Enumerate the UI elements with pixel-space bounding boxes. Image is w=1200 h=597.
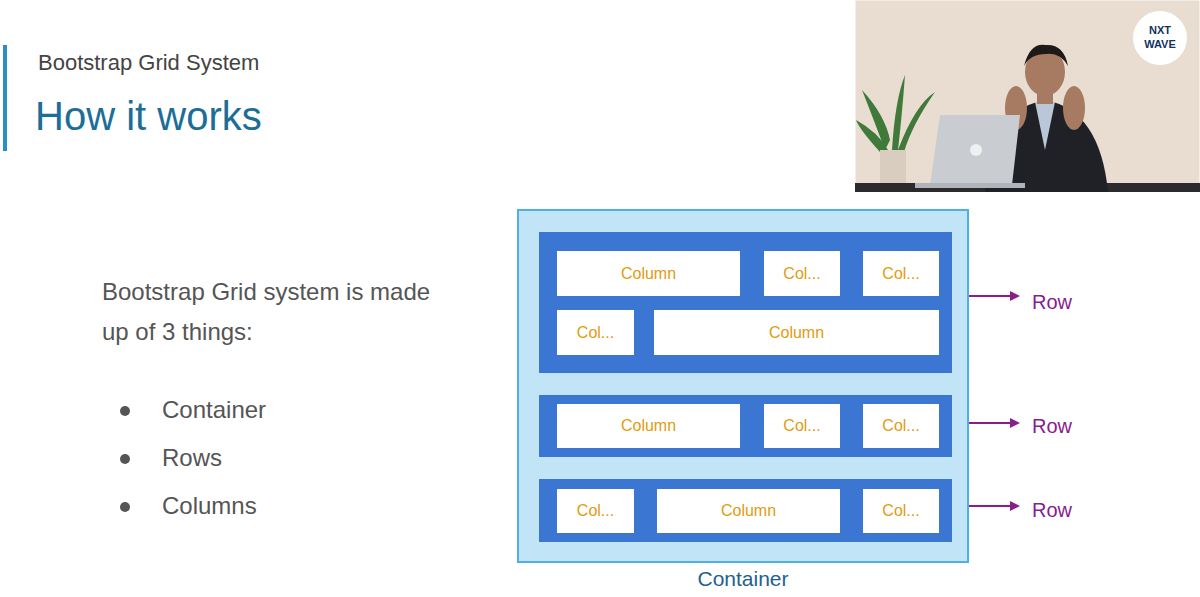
column-label: Col... [882, 502, 919, 520]
grid-column: Col... [764, 251, 840, 296]
bullet-dot [120, 502, 130, 512]
column-label: Column [621, 417, 676, 435]
column-label: Col... [783, 265, 820, 283]
row-label: Row [1032, 291, 1072, 314]
grid-row: RowCol...ColumnCol... [539, 479, 952, 542]
grid-column: Column [657, 489, 840, 533]
column-label: Col... [577, 502, 614, 520]
bullet-dot [120, 454, 130, 464]
grid-row: RowColumnCol...Col... [539, 395, 952, 457]
bullet-dot [120, 406, 130, 416]
column-label: Col... [882, 417, 919, 435]
column-label: Col... [783, 417, 820, 435]
slide-title: How it works [35, 94, 262, 139]
container-label: Container [519, 567, 967, 591]
logo-text: WAVE [1144, 38, 1176, 50]
grid-column: Col... [863, 251, 939, 296]
grid-column: Col... [557, 310, 634, 355]
bullet-item: Container [162, 396, 266, 424]
row-label: Row [1032, 415, 1072, 438]
grid-container: ContainerRowColumnCol...Col...Col...Colu… [517, 209, 969, 563]
column-label: Col... [577, 324, 614, 342]
grid-row: RowColumnCol...Col...Col...Column [539, 232, 952, 373]
accent-bar [3, 45, 7, 151]
grid-column: Column [557, 404, 740, 448]
column-label: Column [621, 265, 676, 283]
column-label: Column [769, 324, 824, 342]
intro-text: Bootstrap Grid system is made up of 3 th… [102, 272, 437, 352]
bullet-item: Columns [162, 492, 257, 520]
row-label: Row [1032, 499, 1072, 522]
bullet-item: Rows [162, 444, 222, 472]
column-label: Col... [882, 265, 919, 283]
grid-column: Col... [863, 489, 939, 533]
grid-column: Col... [557, 489, 634, 533]
logo-text: NXT [1149, 24, 1171, 36]
grid-column: Col... [863, 404, 939, 448]
grid-column: Column [654, 310, 939, 355]
column-label: Column [721, 502, 776, 520]
presenter-video [855, 0, 1200, 192]
grid-column: Column [557, 251, 740, 296]
slide-subject: Bootstrap Grid System [38, 50, 259, 76]
grid-column: Col... [764, 404, 840, 448]
